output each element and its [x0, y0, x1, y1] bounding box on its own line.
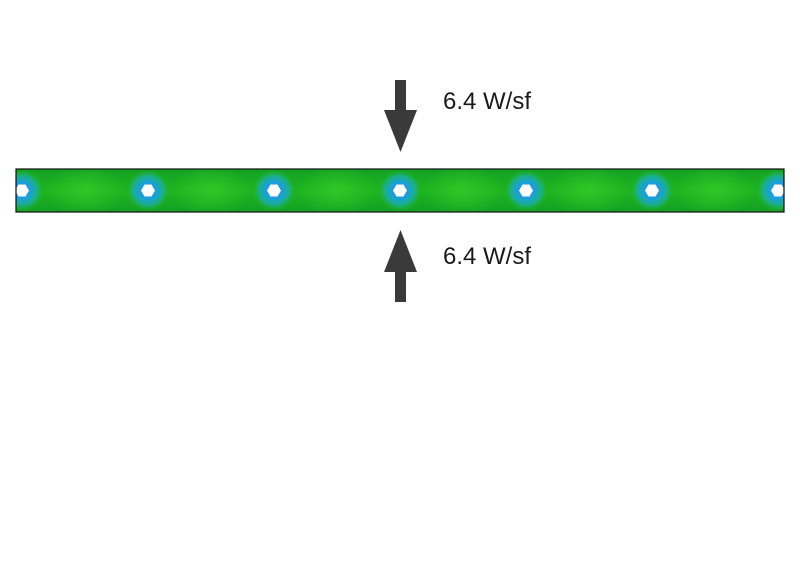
slab-warm-band	[297, 169, 377, 212]
top-load-arrow-down	[384, 80, 417, 152]
slab-warm-band	[549, 169, 629, 212]
top-load-label: 6.4 W/sf	[443, 88, 532, 115]
slab-warm-band	[45, 169, 125, 212]
hole	[16, 184, 29, 197]
bottom-load-arrow-up	[384, 230, 417, 302]
bottom-load-label: 6.4 W/sf	[443, 243, 532, 270]
hole	[645, 184, 659, 197]
hole	[519, 184, 533, 197]
slab-outline	[15, 168, 785, 213]
slab-warm-band	[171, 169, 251, 212]
hole	[141, 184, 155, 197]
slab	[15, 168, 785, 213]
hole	[771, 184, 784, 197]
hole	[267, 184, 281, 197]
slab-warm-band	[423, 169, 503, 212]
hole-halo	[16, 169, 44, 212]
hole	[393, 184, 407, 197]
hole-halo	[756, 169, 784, 212]
slab-warm-band	[675, 169, 755, 212]
